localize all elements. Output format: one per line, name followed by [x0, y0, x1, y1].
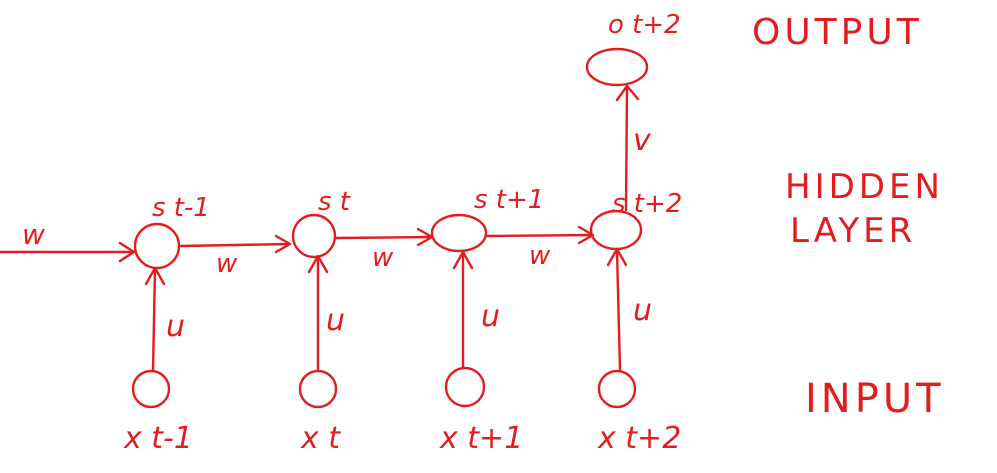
recurrent-edge-2: w [334, 227, 434, 273]
edge-label-v: v [633, 123, 652, 158]
hidden-node-4: s t+2 [589, 189, 682, 251]
input-edge-2: u [307, 254, 345, 372]
output-edge: v [615, 84, 652, 212]
edge-label-w-2: w [372, 243, 394, 273]
input-edge-4: u [606, 247, 652, 372]
edge-label-u-2: u [326, 303, 345, 338]
edge-label-w-incoming: w [22, 218, 45, 251]
output-node-label: o t+2 [608, 10, 681, 40]
input-node-3: x t+1 [439, 366, 523, 456]
output-section-label: OUTPUT [752, 12, 923, 53]
input-section-label: INPUT [805, 376, 945, 422]
edge-label-u-1: u [166, 309, 185, 344]
input-node-1-label: x t-1 [123, 421, 193, 456]
hidden-section-label-line1: HIDDEN [785, 167, 944, 207]
hidden-node-1: s t-1 [133, 193, 210, 270]
hidden-node-3: s t+1 [430, 185, 544, 253]
input-node-2-label: x t [300, 421, 341, 456]
edge-label-w-3: w [529, 241, 551, 271]
input-edge-1: u [144, 266, 185, 372]
hidden-node-4-label: s t+2 [612, 189, 682, 219]
input-node-3-label: x t+1 [439, 421, 523, 456]
hidden-node-3-label: s t+1 [474, 185, 544, 215]
input-node-4: x t+2 [597, 369, 681, 456]
recurrent-edge-3: w [485, 225, 595, 271]
input-node-1: x t-1 [123, 369, 193, 456]
hidden-node-2: s t [291, 187, 351, 259]
edge-label-w-1: w [216, 249, 238, 279]
hidden-node-1-label: s t-1 [152, 193, 210, 223]
edge-label-u-4: u [633, 293, 652, 328]
hidden-node-2-label: s t [318, 187, 351, 217]
output-node: o t+2 [585, 10, 681, 87]
edge-label-u-3: u [481, 299, 500, 334]
input-edge-3: u [452, 250, 500, 370]
hidden-section-label-line2: LAYER [790, 211, 916, 251]
incoming-recurrent-edge: w [0, 218, 136, 263]
input-node-2: x t [298, 369, 341, 456]
input-node-4-label: x t+2 [597, 421, 681, 456]
recurrent-edge-1: w [179, 234, 292, 279]
